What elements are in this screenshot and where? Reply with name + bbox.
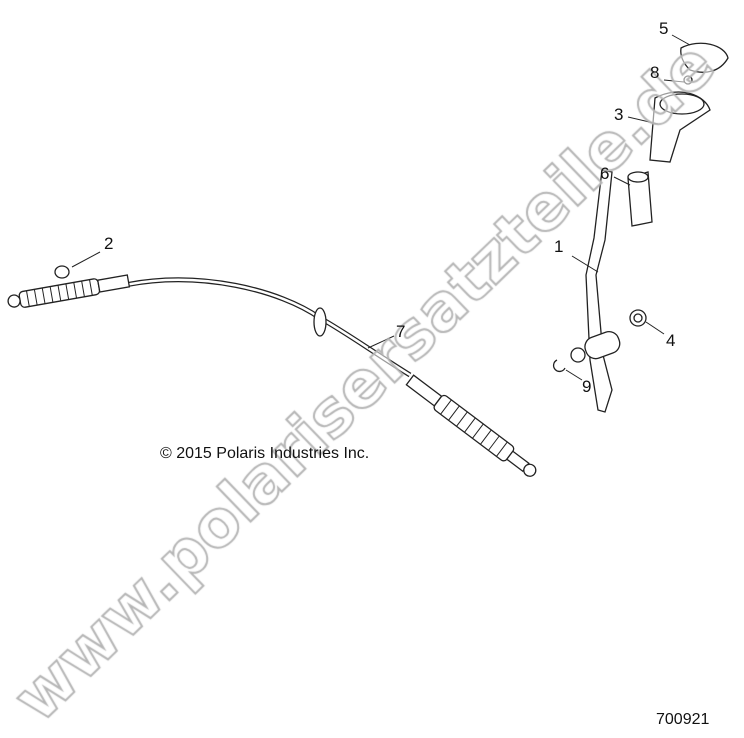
- callout-4: 4: [666, 331, 675, 350]
- callout-2: 2: [104, 234, 113, 253]
- copyright: © 2015 Polaris Industries Inc.: [160, 445, 369, 462]
- callout-5: 5: [659, 19, 668, 38]
- diagram-number: 700921: [656, 711, 709, 728]
- callout-3: 3: [614, 105, 623, 124]
- callout-1: 1: [554, 237, 563, 256]
- callout-7: 7: [396, 322, 405, 341]
- callout-9: 9: [582, 377, 591, 396]
- callout-6: 6: [600, 164, 609, 183]
- callout-8: 8: [650, 63, 659, 82]
